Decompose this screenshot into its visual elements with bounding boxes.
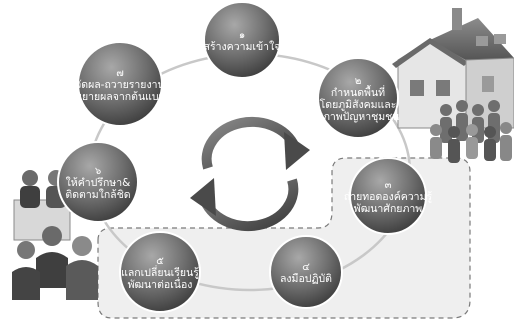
process-node-number: ๕ xyxy=(156,256,164,267)
process-node-1: ๑สร้างความเข้าใจ xyxy=(203,1,281,79)
cycle-arrows-icon xyxy=(190,116,310,232)
process-node-label: สภาพปัญหาชุมชน xyxy=(317,111,400,123)
process-node-label: กำหนดพื้นที่ xyxy=(331,85,385,99)
process-node-circle xyxy=(269,235,343,309)
process-node-label: พัฒนาศักยภาพ xyxy=(354,203,422,215)
process-node-label: ขยายผลจากต้นแบบ xyxy=(75,91,165,103)
house-icon xyxy=(392,8,514,129)
process-node-label: พัฒนาต่อเนื่อง xyxy=(128,277,193,291)
process-node-label: แลกเปลี่ยนเรียนรู้ xyxy=(121,265,199,279)
process-node-label: ให้คำปรึกษา& xyxy=(66,176,131,189)
process-node-circle xyxy=(317,57,399,139)
advisors-icon xyxy=(12,170,98,300)
process-node-circle xyxy=(77,41,163,127)
community-people-icon xyxy=(430,100,512,163)
process-node-circle xyxy=(203,1,281,79)
process-node-number: ๖ xyxy=(95,166,101,177)
process-node-label: โดยภูมิสังคมและ xyxy=(320,98,397,111)
process-node-label: สร้างความเข้าใจ xyxy=(204,40,281,53)
process-node-circle xyxy=(119,231,201,313)
process-node-circle xyxy=(349,157,427,235)
process-node-number: ๗ xyxy=(116,68,124,79)
process-node-3: ๓ถ่ายทอดองค์ความรู้พัฒนาศักยภาพ xyxy=(344,157,433,235)
process-node-number: ๓ xyxy=(385,180,392,191)
cycle-nodes: ๑สร้างความเข้าใจ๒กำหนดพื้นที่โดยภูมิสังค… xyxy=(57,1,433,313)
process-node-label: ลงมือปฏิบัติ xyxy=(280,272,332,285)
process-node-2: ๒กำหนดพื้นที่โดยภูมิสังคมและสภาพปัญหาชุม… xyxy=(317,57,400,139)
process-node-number: ๒ xyxy=(355,76,362,87)
process-node-label: วัดผล-ถวายรายงาน xyxy=(75,79,164,91)
process-node-circle xyxy=(57,141,139,223)
process-node-number: ๑ xyxy=(239,30,245,41)
process-node-6: ๖ให้คำปรึกษา&ติดตามใกล้ชิด xyxy=(57,141,139,223)
process-node-label: ถ่ายทอดองค์ความรู้ xyxy=(344,190,433,203)
process-node-label: ติดตามใกล้ชิด xyxy=(65,188,130,201)
process-node-number: ๔ xyxy=(302,262,310,273)
